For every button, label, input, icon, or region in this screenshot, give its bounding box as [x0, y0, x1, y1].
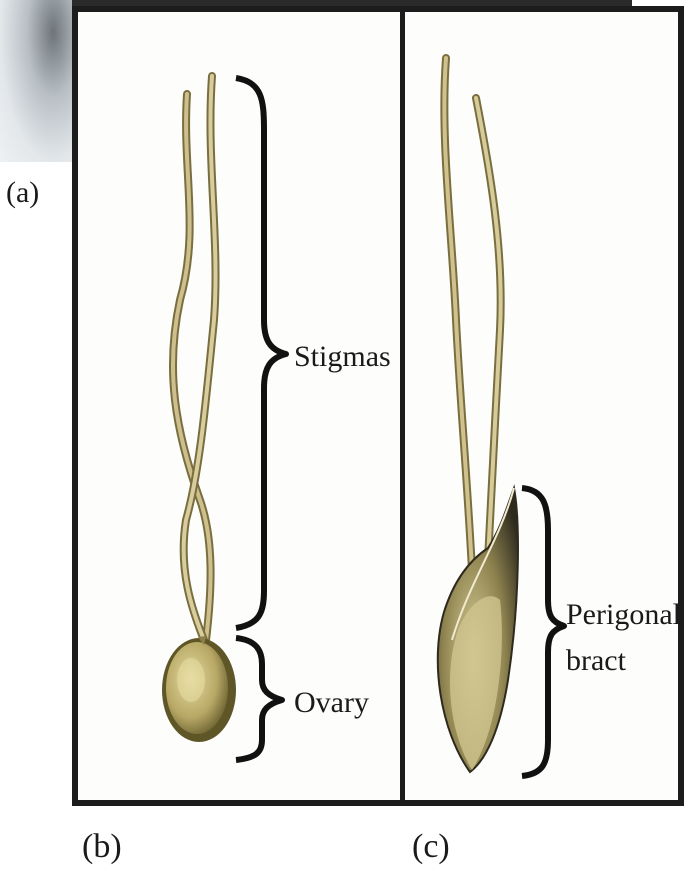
panel-b-label: (b) — [82, 828, 122, 866]
ovary-brace — [236, 638, 282, 760]
ovary-label: Ovary — [294, 686, 369, 720]
ovary-illustration — [162, 636, 236, 742]
panel-c-label: (c) — [412, 828, 450, 866]
perigonal-bract-illustration — [438, 488, 518, 772]
stigmas-label: Stigmas — [294, 340, 391, 374]
stigmas-brace — [236, 78, 286, 628]
stigmas-illustration — [173, 76, 216, 640]
perigonal-label-line1: Perigonal — [566, 598, 681, 632]
perigonal-label-line2: bract — [566, 644, 626, 678]
panel-c-stigmas — [444, 58, 500, 570]
perigonal-bract-brace — [522, 488, 564, 776]
panel-a-label: (a) — [6, 176, 39, 210]
